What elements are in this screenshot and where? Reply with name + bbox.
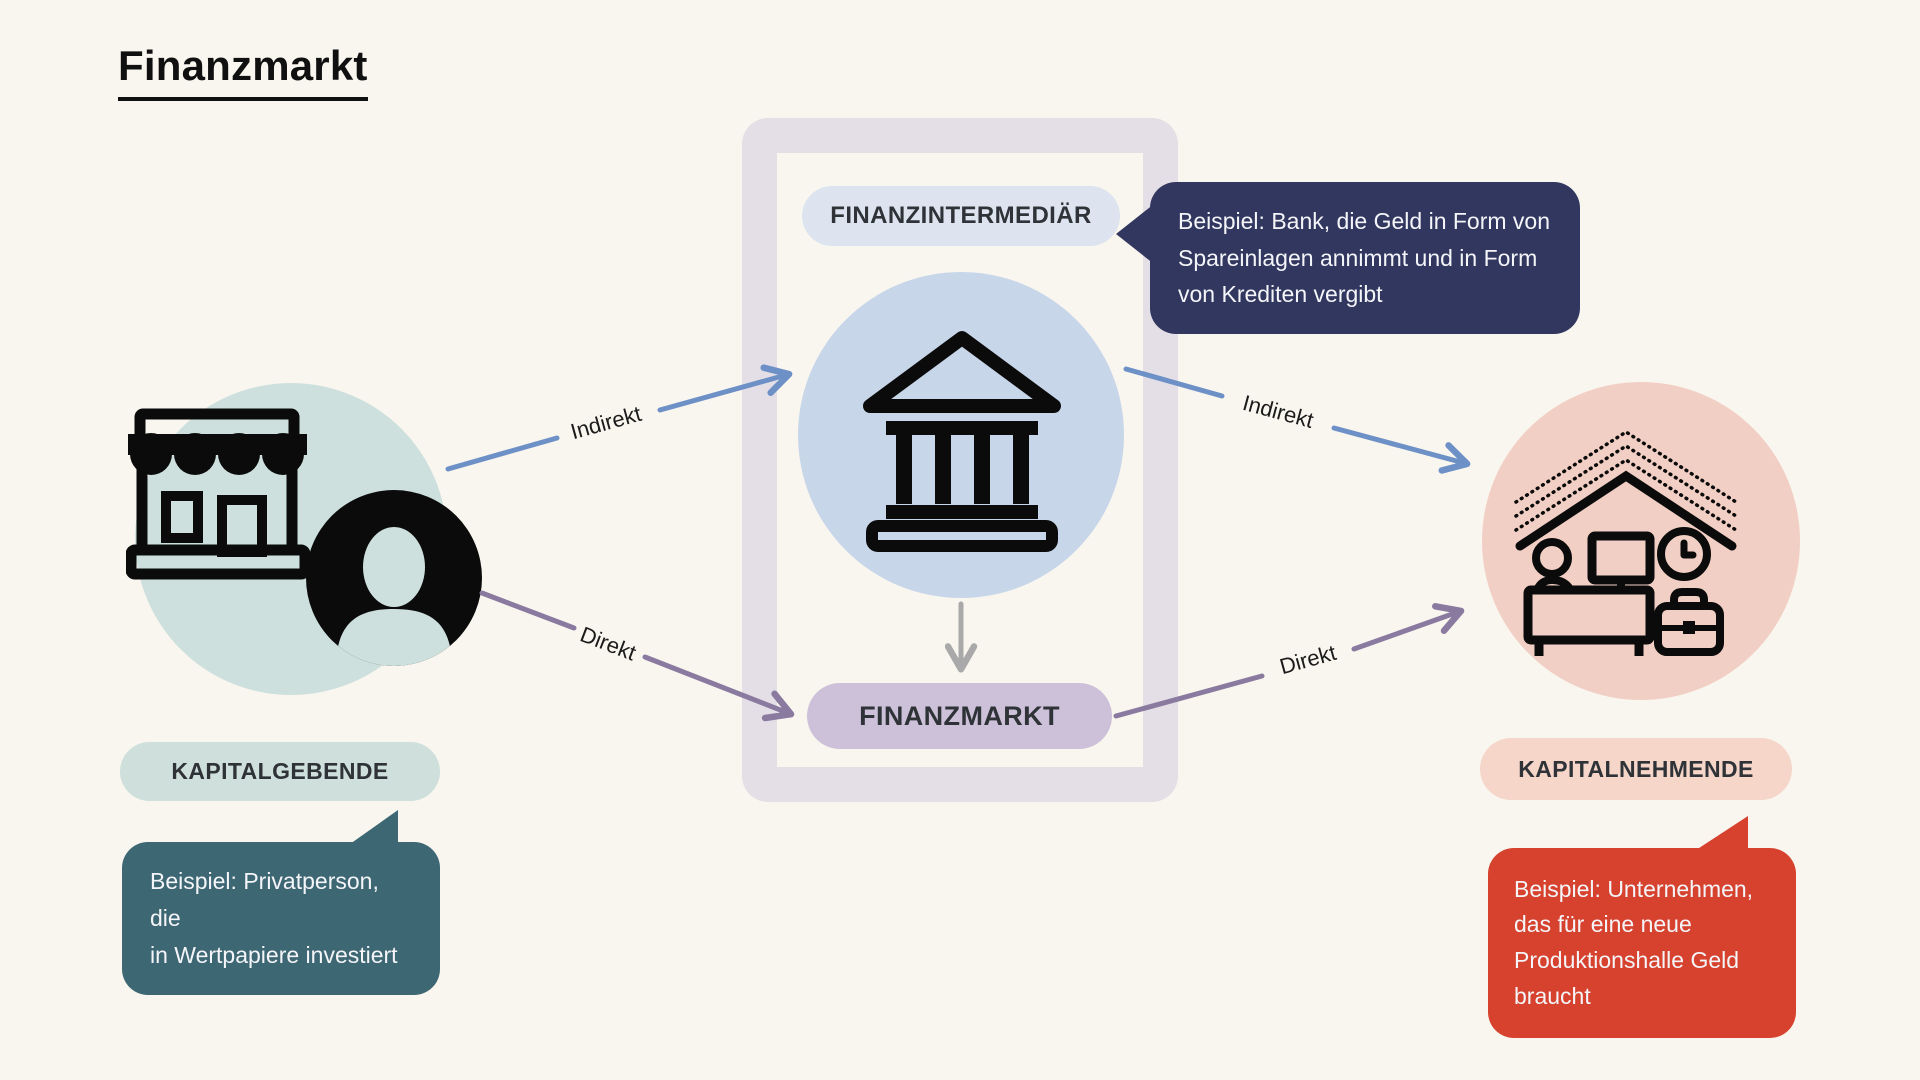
taker-bubble-tail <box>1696 816 1748 850</box>
direct-left-label: Direkt <box>576 621 640 666</box>
indirect-right-label: Indirekt <box>1240 390 1317 433</box>
capital-giver-pill: KAPITALGEBENDE <box>120 742 440 801</box>
market-pill: FINANZMARKT <box>807 683 1112 749</box>
shop-icon <box>126 408 310 580</box>
page-title: Finanzmarkt <box>118 42 368 101</box>
giver-example-bubble: Beispiel: Privatperson, die in Wertpapie… <box>122 842 440 995</box>
intermediary-pill: FINANZINTERMEDIÄR <box>802 186 1120 246</box>
giver-example-text: Beispiel: Privatperson, die in Wertpapie… <box>150 868 398 968</box>
person-avatar-icon <box>306 490 482 666</box>
indirect-left-label: Indirekt <box>567 400 644 445</box>
giver-bubble-tail <box>350 810 398 844</box>
bank-example-bubble: Beispiel: Bank, die Geld in Form von Spa… <box>1150 182 1580 334</box>
office-home-icon <box>1514 429 1738 656</box>
capital-taker-pill: KAPITALNEHMENDE <box>1480 738 1792 800</box>
direct-right-label: Direkt <box>1276 639 1339 680</box>
taker-example-text: Beispiel: Unternehmen, das für eine neue… <box>1514 875 1754 1009</box>
bank-icon <box>863 331 1061 552</box>
taker-example-bubble: Beispiel: Unternehmen, das für eine neue… <box>1488 848 1796 1038</box>
bank-example-text: Beispiel: Bank, die Geld in Form von Spa… <box>1178 207 1551 308</box>
